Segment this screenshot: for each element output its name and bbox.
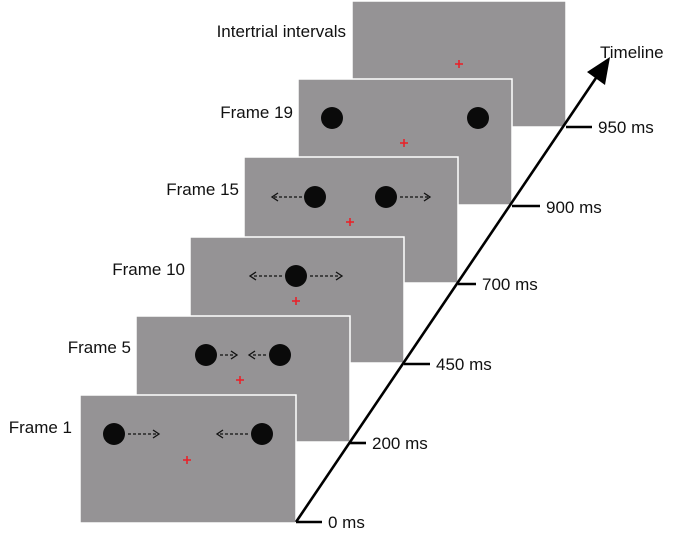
frame-panel (79, 394, 297, 524)
disc-left (195, 344, 217, 366)
tick-950ms: 950 ms (566, 118, 654, 137)
tick-200ms: 200 ms (350, 434, 428, 453)
tick-label: 700 ms (482, 275, 538, 294)
motion-arrow-left (248, 271, 282, 281)
disc-left (304, 186, 326, 208)
timeline-axis: Timeline 0 ms 200 ms 450 ms 700 ms 900 m… (294, 43, 664, 532)
tick-450ms: 450 ms (404, 355, 492, 374)
disc-center (285, 265, 307, 287)
frame-label-1: Frame 1 (9, 418, 72, 437)
motion-arrow-left (270, 192, 302, 202)
disc-left (103, 423, 125, 445)
disc-left (321, 107, 343, 129)
disc-right (375, 186, 397, 208)
motion-arrow-right (310, 271, 344, 281)
frame-label-intertrial: Intertrial intervals (217, 22, 346, 41)
motion-arrow-left (247, 350, 266, 360)
frame-label-15: Frame 15 (166, 180, 239, 199)
disc-right (251, 423, 273, 445)
tick-label: 900 ms (546, 198, 602, 217)
motion-arrow-right (128, 429, 161, 439)
fixation-cross (183, 456, 191, 464)
fixation-cross (400, 139, 408, 147)
tick-900ms: 900 ms (512, 198, 602, 217)
fixation-cross (346, 218, 354, 226)
fixation-cross (455, 60, 463, 68)
motion-arrow-right (220, 350, 239, 360)
fixation-cross (292, 297, 300, 305)
timeline-arrowhead (587, 57, 610, 85)
tick-label: 450 ms (436, 355, 492, 374)
frame-label-5: Frame 5 (68, 338, 131, 357)
motion-arrow-left (215, 429, 248, 439)
tick-label: 950 ms (598, 118, 654, 137)
disc-right (467, 107, 489, 129)
tick-label: 200 ms (372, 434, 428, 453)
tick-0ms: 0 ms (296, 513, 365, 532)
frame-label-19: Frame 19 (220, 103, 293, 122)
frame-1: Frame 1 (9, 394, 297, 524)
fixation-cross (236, 376, 244, 384)
tick-label: 0 ms (328, 513, 365, 532)
timeline-title: Timeline (600, 43, 664, 62)
disc-right (269, 344, 291, 366)
tick-700ms: 700 ms (458, 275, 538, 294)
frame-label-10: Frame 10 (112, 260, 185, 279)
motion-arrow-right (400, 192, 432, 202)
timeline-line (294, 71, 602, 523)
